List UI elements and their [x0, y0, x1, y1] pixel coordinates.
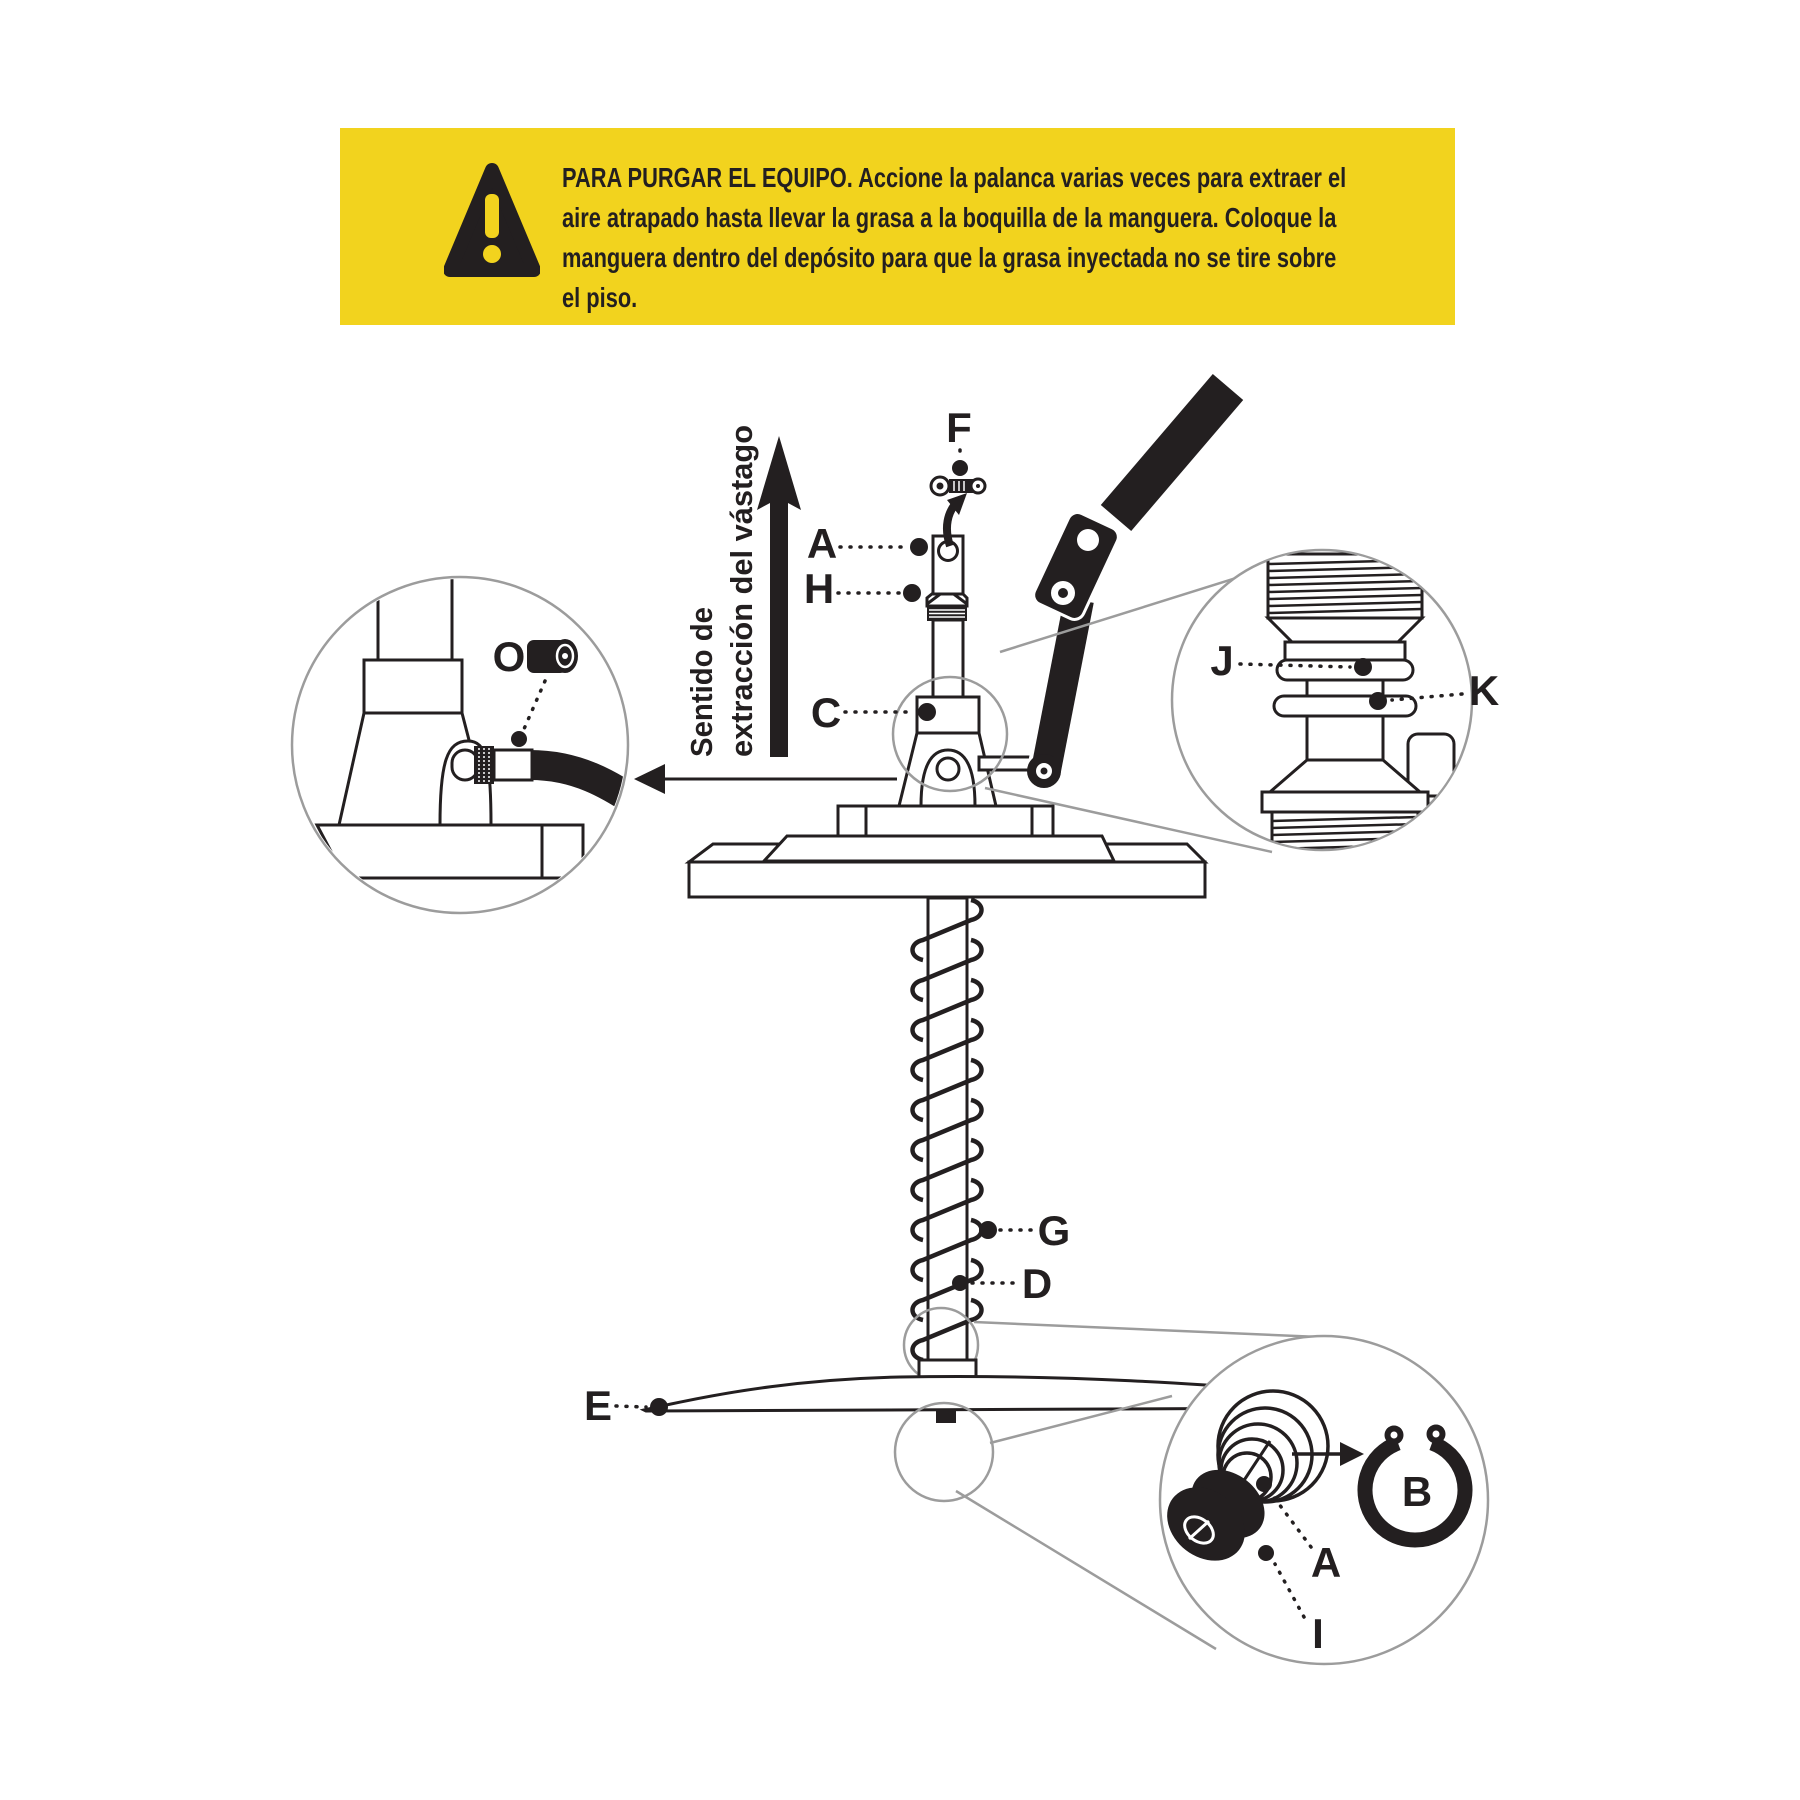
hose-direction-arrow-icon [634, 764, 897, 794]
valve-assembly-drawing [1167, 1389, 1473, 1561]
oring-k [1272, 694, 1418, 718]
hose-detail-drawing [314, 579, 626, 880]
callout-link-line [955, 1489, 1217, 1651]
banner-title: PARA PURGAR EL EQUIPO. [562, 162, 853, 193]
banner-line: el piso. [562, 282, 638, 313]
hose-cap-part [527, 639, 578, 673]
callout-link-line [984, 786, 1273, 854]
leader-a [838, 538, 928, 556]
leader-k [1369, 692, 1464, 710]
leader-f [952, 448, 968, 476]
part-label-a: A [807, 520, 837, 567]
oring-detail-drawing [1260, 552, 1456, 849]
part-label-g: G [1038, 1207, 1071, 1254]
callout-link-line [989, 1394, 1173, 1445]
leader-i [1258, 1545, 1306, 1619]
part-label-c: C [811, 689, 841, 736]
leader-g [979, 1221, 1038, 1239]
valve-cap [1167, 1469, 1265, 1561]
callout-link-line [973, 1320, 1321, 1339]
banner-line: PARA PURGAR EL EQUIPO. Accione la palanc… [562, 162, 1347, 193]
pivot-bolt [1027, 754, 1061, 788]
link-bar [977, 755, 1034, 772]
leader-o [511, 679, 547, 747]
part-label-k: K [1469, 667, 1499, 714]
banner-text: PARA PURGAR EL EQUIPO. Accione la palanc… [562, 158, 1436, 318]
snap-ring-arrow-icon [1292, 1442, 1364, 1466]
part-label-e: E [584, 1382, 612, 1429]
part-label-a2: A [1311, 1539, 1341, 1586]
retainer-pin-part [929, 475, 987, 497]
up-arrow-icon [757, 436, 801, 757]
leader-j [1238, 658, 1372, 676]
leader-h [836, 584, 921, 602]
direction-label-line1: Sentido de [684, 607, 719, 757]
oring-j [1275, 658, 1415, 682]
hose-fitting [450, 746, 534, 784]
warning-triangle-icon [444, 163, 540, 277]
leader-c [843, 703, 936, 721]
leader-a2 [1256, 1476, 1313, 1549]
part-label-j: J [1210, 637, 1233, 684]
part-label-b: B [1402, 1468, 1432, 1515]
part-label-o: O [493, 633, 526, 680]
leader-e [614, 1398, 668, 1416]
pin-removal-arrow-icon [942, 493, 967, 548]
grease-hose [529, 750, 626, 825]
part-label-f: F [946, 404, 972, 451]
leader-d [952, 1275, 1020, 1291]
pivot-hole [935, 756, 961, 782]
part-label-h: H [804, 565, 834, 612]
direction-label-line2: extracción del vástago [724, 425, 759, 757]
banner-line: manguera dentro del depósito para que la… [562, 242, 1337, 273]
snap-ring-part [1357, 1424, 1473, 1548]
callout-source-circle-valve [893, 1401, 995, 1503]
warning-banner: PARA PURGAR EL EQUIPO. Accione la palanc… [340, 128, 1455, 325]
callout-source-circle-head [891, 675, 1009, 793]
part-label-i: I [1312, 1610, 1324, 1657]
plate-valve [936, 1410, 956, 1423]
extraction-direction-indicator: Sentido de extracción del vástago [684, 425, 801, 757]
banner-line: aire atrapado hasta llevar la grasa a la… [562, 202, 1337, 233]
part-label-d: D [1022, 1260, 1052, 1307]
follower-spring [913, 900, 982, 1360]
